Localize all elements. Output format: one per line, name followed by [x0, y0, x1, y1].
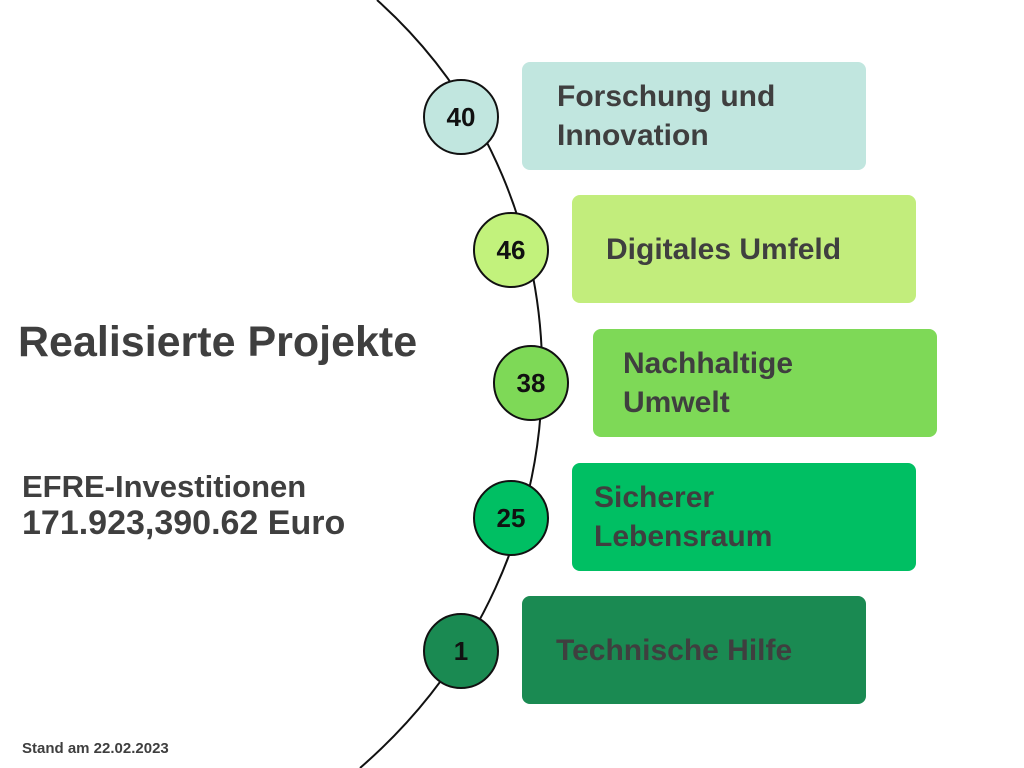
investment-amount: 171.923,390.62 Euro [22, 504, 346, 542]
card-label: Technische Hilfe [556, 633, 793, 667]
node-forschung: 40 [423, 79, 499, 155]
node-count: 1 [453, 635, 469, 666]
card-label: Digitales Umfeld [606, 232, 842, 266]
node-nachhaltige: 38 [493, 345, 569, 421]
card-forschung: Forschung und Innovation [522, 62, 866, 170]
investment-label: EFRE-Investitionen [22, 469, 307, 504]
footer-date: Stand am 22.02.2023 [22, 740, 169, 757]
node-count: 46 [496, 234, 526, 265]
card-digitales: Digitales Umfeld [572, 195, 916, 303]
investment-block: EFRE-Investitionen 171.923,390.62 Euro [22, 469, 346, 543]
node-sicherer: 25 [473, 480, 549, 556]
card-technische: Technische Hilfe [522, 596, 866, 704]
card-label: Forschung und Innovation [557, 80, 776, 152]
node-technische: 1 [423, 613, 499, 689]
card-label: Nachhaltige Umwelt [623, 347, 794, 419]
node-digitales: 46 [473, 212, 549, 288]
page-title: Realisierte Projekte [18, 318, 418, 366]
card-nachhaltige: Nachhaltige Umwelt [593, 329, 937, 437]
card-label: Sicherer Lebensraum [594, 481, 773, 553]
node-count: 40 [446, 101, 476, 132]
node-count: 38 [516, 367, 546, 398]
card-sicherer: Sicherer Lebensraum [572, 463, 916, 571]
node-count: 25 [496, 502, 526, 533]
